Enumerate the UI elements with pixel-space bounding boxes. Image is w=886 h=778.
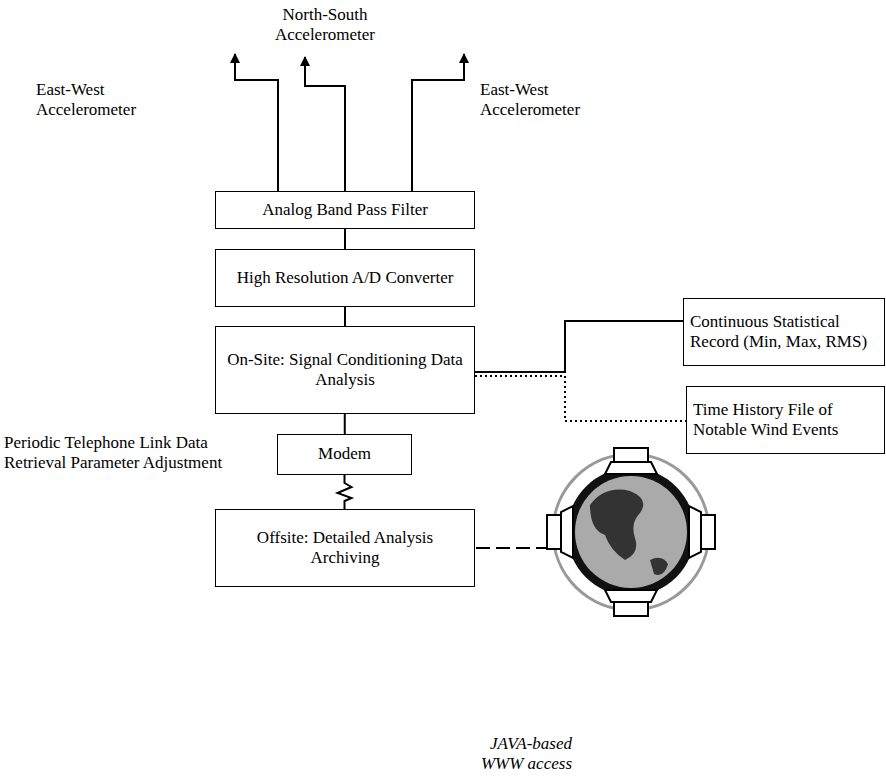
sensor-label: East-West Accelerometer	[480, 80, 610, 121]
access-note: JAVA-based WWW access	[462, 734, 572, 775]
connector	[475, 376, 686, 421]
box-text: Modem	[318, 444, 371, 464]
link-note: Periodic Telephone Link Data Retrieval P…	[4, 433, 269, 474]
connector	[344, 307, 346, 326]
converter-box: High Resolution A/D Converter	[215, 249, 475, 307]
record-box: Continuous Statistical Record (Min, Max,…	[683, 298, 885, 366]
connector	[475, 321, 683, 372]
box-text: Time History File of Notable Wind Events	[693, 400, 878, 441]
accelerometer-leads	[235, 54, 464, 191]
archive-box: Offsite: Detailed Analysis Archiving	[215, 509, 475, 587]
connector	[344, 414, 346, 434]
box-text: Analog Band Pass Filter	[262, 200, 428, 220]
box-text: Offsite: Detailed Analysis Archiving	[222, 528, 468, 569]
file-box: Time History File of Notable Wind Events	[686, 386, 885, 454]
sensor-label: North-South Accelerometer	[255, 5, 395, 46]
box-text: On-Site: Signal Conditioning Data Analys…	[222, 350, 468, 391]
box-text: Continuous Statistical Record (Min, Max,…	[690, 312, 878, 353]
globe-icon	[547, 448, 715, 616]
sensor-label: East-West Accelerometer	[36, 80, 166, 121]
processing-box: On-Site: Signal Conditioning Data Analys…	[215, 326, 475, 414]
box-text: High Resolution A/D Converter	[237, 268, 454, 288]
filter-box: Analog Band Pass Filter	[215, 191, 475, 229]
connector	[338, 475, 352, 509]
connector	[344, 229, 346, 249]
modem-box: Modem	[277, 434, 412, 475]
